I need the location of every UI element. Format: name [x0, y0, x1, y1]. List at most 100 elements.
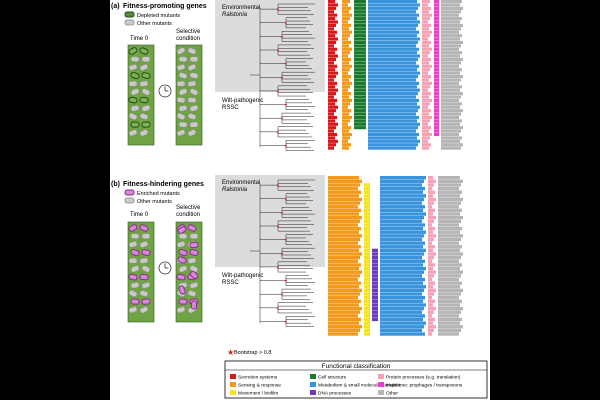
heatmap-cell: [434, 0, 439, 4]
heatmap-cell: [441, 17, 462, 21]
heatmap-cell: [328, 259, 358, 263]
heatmap-cell: [364, 237, 370, 242]
bootstrap-star-icon: ★: [280, 251, 284, 256]
time0-tube: [127, 44, 155, 146]
heatmap-cell: [422, 122, 428, 126]
heatmap-cell: [428, 325, 436, 329]
heatmap-cell: [364, 314, 370, 318]
heatmap-cell: [328, 6, 336, 10]
heatmap-cell: [428, 230, 433, 234]
heatmap-cell: [428, 219, 434, 223]
heatmap-cell: [422, 0, 430, 4]
heatmap-cell: [364, 310, 370, 314]
heatmap-cell: [441, 105, 460, 109]
heatmap-cell: [438, 288, 463, 293]
heatmap-cell: [441, 132, 459, 137]
panel-b-label: (b): [111, 181, 120, 188]
heatmap-cell: [364, 263, 370, 267]
heatmap-cell: [328, 40, 336, 45]
heatmap-cell: [372, 281, 378, 285]
heatmap-cell: [342, 23, 351, 27]
heatmap-cell: [328, 252, 362, 256]
heatmap-cell: [434, 64, 439, 68]
heatmap-cell: [368, 119, 417, 123]
heatmap-cell: [438, 197, 463, 202]
heatmap-cell: [422, 3, 428, 7]
heatmap-cell: [441, 119, 462, 123]
heatmap-cell: [441, 3, 460, 7]
heatmap-cell: [434, 129, 439, 133]
heatmap-cell: [441, 30, 459, 34]
heatmap-cell: [422, 129, 429, 133]
heatmap-cell: [428, 176, 433, 180]
heatmap-cell: [364, 281, 370, 285]
heatmap-cell: [328, 201, 360, 205]
heatmap-cell: [434, 40, 439, 45]
heatmap-cell: [380, 241, 425, 245]
heatmap-cell: [368, 47, 419, 51]
bootstrap-star-icon: ★: [280, 116, 284, 121]
heatmap-cell: [368, 88, 420, 92]
heatmap-cell: [434, 95, 439, 99]
legend-swatch: [310, 374, 316, 379]
heatmap-cell: [328, 146, 334, 150]
heatmap-cell: [342, 81, 352, 85]
heatmap-cell: [368, 81, 419, 85]
panel-b-legend-other: Other mutants: [137, 199, 172, 205]
heatmap-cell: [364, 208, 370, 213]
heatmap-cell: [441, 115, 459, 120]
heatmap-cell: [434, 61, 439, 65]
heatmap-cell: [434, 119, 439, 123]
panel-a-schematic: (a) Fitness-promoting genes Depleted mut…: [111, 3, 207, 146]
heatmap-cell: [441, 47, 459, 51]
heatmap-cell: [372, 263, 378, 267]
heatmap-cell: [328, 296, 358, 300]
gene-heatmap-a: [328, 0, 463, 150]
heatmap-cell: [422, 51, 430, 55]
heatmap-cell: [441, 37, 460, 41]
heatmap-cell: [422, 75, 431, 79]
heatmap-cell: [438, 292, 461, 296]
heatmap-cell: [328, 136, 335, 140]
heatmap-cell: [342, 0, 350, 4]
heatmap-cell: [380, 328, 422, 333]
heatmap-cell: [428, 296, 432, 300]
heatmap-cell: [342, 57, 351, 62]
heatmap-cell: [342, 47, 352, 51]
heatmap-cell: [368, 44, 416, 48]
heatmap-cell: [422, 47, 432, 51]
heatmap-cell: [438, 234, 463, 238]
heatmap-cell: [354, 27, 366, 31]
bootstrap-star-icon: ★: [276, 183, 280, 188]
heatmap-cell: [328, 230, 359, 234]
heatmap-cell: [438, 245, 462, 249]
panel-a-ralstonia-label: Ralstonia: [222, 12, 248, 18]
heatmap-cell: [342, 78, 349, 82]
heatmap-cell: [441, 13, 459, 17]
heatmap-cell: [328, 78, 334, 82]
heatmap-cell: [428, 328, 434, 333]
heatmap-cell: [422, 136, 430, 140]
heatmap-cell: [368, 112, 416, 116]
heatmap-cell: [438, 270, 463, 274]
heatmap-cell: [328, 310, 360, 314]
heatmap-cell: [354, 71, 366, 75]
panel-a-selective-2: condition: [176, 36, 200, 42]
heatmap-cell: [438, 310, 461, 314]
panel-a-legend-depleted: Depleted mutants: [137, 13, 180, 19]
panel-b-env-label: Environmental: [222, 180, 260, 186]
heatmap-cell: [441, 78, 461, 82]
heatmap-cell: [422, 102, 430, 106]
heatmap-cell: [434, 27, 439, 31]
heatmap-cell: [368, 27, 416, 31]
heatmap-cell: [354, 105, 366, 109]
heatmap-cell: [434, 78, 439, 82]
heatmap-cell: [372, 274, 378, 278]
heatmap-cell: [372, 306, 378, 311]
heatmap-cell: [368, 17, 417, 21]
heatmap-cell: [328, 317, 361, 322]
heatmap-cell: [368, 37, 420, 41]
heatmap-cell: [364, 285, 370, 289]
heatmap-cell: [342, 30, 352, 34]
phylogenetic-tree-a: ★★★★★★★★★★★: [250, 3, 315, 151]
